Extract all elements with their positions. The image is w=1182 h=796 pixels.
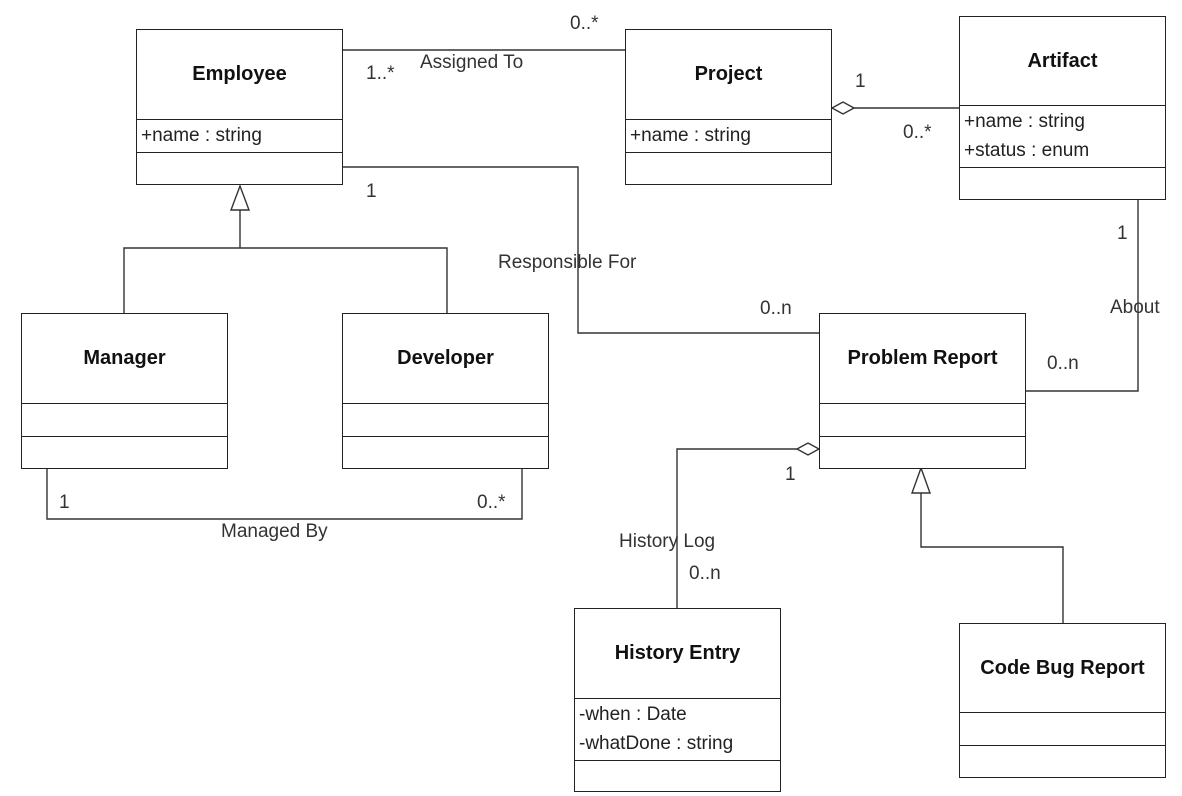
multiplicity-label: 0..n	[760, 298, 792, 319]
multiplicity-label: 0..*	[477, 492, 506, 513]
class-code-bug-report[interactable]: Code Bug Report	[959, 623, 1166, 778]
history-log-line	[676, 448, 797, 608]
attributes-section	[960, 712, 1165, 745]
multiplicity-label: 0..n	[689, 563, 721, 584]
class-developer[interactable]: Developer	[342, 313, 549, 469]
multiplicity-label: 0..*	[903, 122, 932, 143]
attribute: +status : enum	[964, 140, 1090, 161]
managed-by-line	[46, 467, 523, 520]
operations-section	[343, 436, 548, 468]
attributes-section: -when : Date -whatDone : string	[575, 698, 780, 760]
multiplicity-label: 1..*	[366, 63, 395, 84]
class-name: Manager	[83, 347, 166, 369]
operations-section	[22, 436, 227, 468]
association-label: About	[1110, 297, 1160, 318]
multiplicity-label: 1	[785, 464, 796, 485]
class-employee[interactable]: Employee +name : string	[136, 29, 343, 185]
about-line	[1025, 199, 1139, 392]
attributes-section: +name : string +status : enum	[960, 105, 1165, 167]
generalization-arrow-icon	[229, 184, 251, 211]
multiplicity-label: 0..n	[1047, 353, 1079, 374]
class-name: History Entry	[614, 642, 741, 664]
class-name: Project	[694, 63, 763, 85]
multiplicity-label: 0..*	[570, 13, 599, 34]
class-history-entry[interactable]: History Entry -when : Date -whatDone : s…	[574, 608, 781, 792]
association-label: Managed By	[221, 521, 328, 542]
attribute: +name : string	[964, 111, 1085, 132]
association-label: Assigned To	[420, 52, 524, 73]
operations-section	[137, 152, 342, 184]
operations-section	[575, 760, 780, 791]
aggregation-diamond-icon	[795, 442, 821, 456]
operations-section	[820, 436, 1025, 468]
class-artifact[interactable]: Artifact +name : string +status : enum	[959, 16, 1166, 200]
class-problem-report[interactable]: Problem Report	[819, 313, 1026, 469]
class-name: Artifact	[1027, 49, 1098, 72]
generalization-arrow-icon	[911, 465, 931, 494]
generalization-branch	[123, 247, 448, 313]
association-label: Responsible For	[498, 252, 637, 273]
association-label: History Log	[619, 531, 716, 552]
attribute: +name : string	[630, 125, 751, 146]
class-manager[interactable]: Manager	[21, 313, 228, 469]
multiplicity-label: 1	[59, 492, 70, 513]
operations-section	[626, 152, 831, 184]
attribute: +name : string	[141, 125, 262, 146]
class-name: Employee	[192, 63, 287, 85]
aggregation-diamond-icon	[830, 101, 856, 115]
generalization-branch	[920, 493, 1064, 623]
attributes-section	[343, 403, 548, 436]
class-project[interactable]: Project +name : string	[625, 29, 832, 185]
attribute: -when : Date	[579, 704, 687, 725]
multiplicity-label: 1	[855, 71, 866, 92]
multiplicity-label: 1	[1117, 223, 1128, 244]
operations-section	[960, 745, 1165, 777]
attribute: -whatDone : string	[579, 733, 734, 754]
multiplicity-label: 1	[366, 181, 377, 202]
class-name: Code Bug Report	[980, 656, 1145, 679]
operations-section	[960, 167, 1165, 199]
class-name: Problem Report	[847, 347, 998, 369]
attributes-section: +name : string	[626, 119, 831, 152]
attributes-section: +name : string	[137, 119, 342, 152]
attributes-section	[820, 403, 1025, 436]
class-name: Developer	[397, 347, 494, 369]
responsible-for-line	[343, 166, 819, 334]
attributes-section	[22, 403, 227, 436]
